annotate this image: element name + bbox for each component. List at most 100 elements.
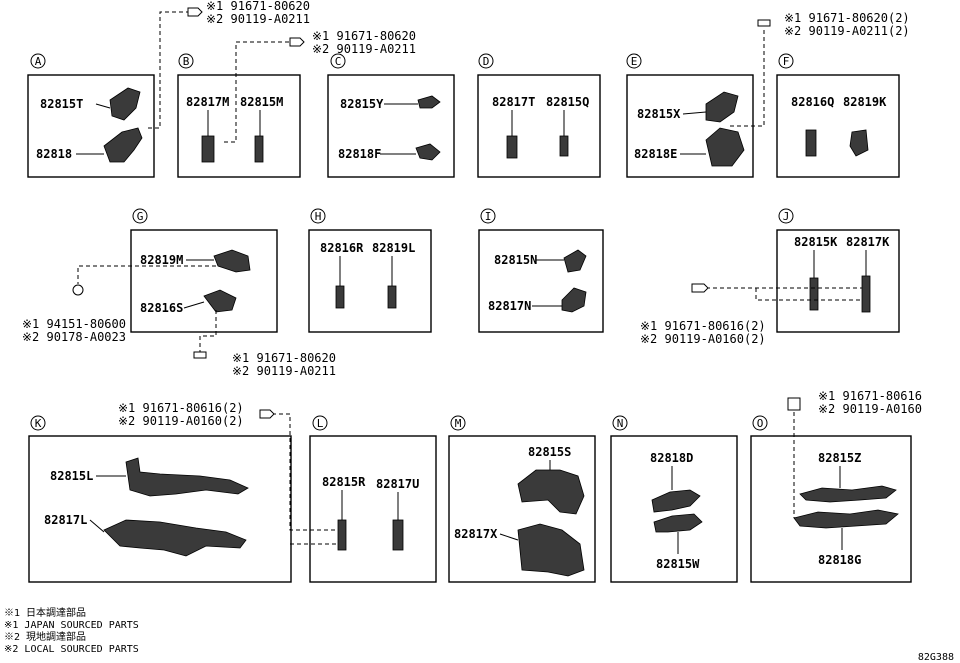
panel-l-part-2: 82817U xyxy=(376,477,419,491)
panel-k-part-1: 82815L xyxy=(50,469,93,483)
panel-b-part-1: 82817M xyxy=(186,95,229,109)
panel-i-part-2: 82817N xyxy=(488,299,531,313)
part-82815x-shape xyxy=(705,91,739,123)
panel-j-letter: J xyxy=(783,210,790,223)
part-82819m-shape xyxy=(213,249,251,273)
part-82819l-shape xyxy=(387,285,397,309)
panel-l-part-1: 82815R xyxy=(322,475,366,489)
callout-g-left-line-1: ※1 94151-80600 xyxy=(22,317,126,331)
panel-c-part-1: 82815Y xyxy=(340,97,384,111)
panel-d-part-1: 82817T xyxy=(492,95,535,109)
panel-m-part-2: 82817X xyxy=(454,527,498,541)
legend-line-3: ※2 現地調達部品 xyxy=(4,630,86,643)
panel-n-part-2: 82815W xyxy=(656,557,700,571)
part-82815m-shape xyxy=(254,135,264,163)
panel-i-part-1: 82815N xyxy=(494,253,537,267)
panel-o-letter: O xyxy=(757,417,764,430)
part-82815r-shape xyxy=(337,519,347,551)
figure-code: 82G388 xyxy=(918,652,954,663)
panel-d: D 82817T 82815Q xyxy=(477,53,601,178)
panel-n: N 82818D 82815W xyxy=(610,415,738,583)
panel-g-part-1: 82819M xyxy=(140,253,183,267)
callout-a-line-2: ※2 90119-A0211 xyxy=(206,12,310,26)
part-82816r-shape xyxy=(335,285,345,309)
bolt-icon xyxy=(187,7,203,17)
panel-a: A 82815T 82818 xyxy=(27,53,155,178)
panel-i-letter: I xyxy=(485,210,492,223)
panel-h-part-2: 82819L xyxy=(372,241,415,255)
callout-b: ※1 91671-80620 ※2 90119-A0211 xyxy=(224,29,416,143)
callout-e-line-1: ※1 91671-80620(2) xyxy=(784,11,910,25)
panel-o-part-2: 82818G xyxy=(818,553,861,567)
panel-k-letter: K xyxy=(35,417,42,430)
panel-d-letter: D xyxy=(483,55,490,68)
part-82818g-shape xyxy=(793,509,899,529)
panel-k: K 82815L 82817L xyxy=(28,415,292,583)
bolt-icon xyxy=(787,397,801,411)
part-82817x-shape xyxy=(517,523,585,577)
part-82815t-shape xyxy=(109,87,141,121)
panel-d-part-2: 82815Q xyxy=(546,95,589,109)
callout-g-left: ※1 94151-80600 ※2 90178-A0023 xyxy=(22,265,216,344)
part-82817t-shape xyxy=(506,135,518,159)
panel-m: M 82815S 82817X xyxy=(448,415,596,583)
part-82818-shape xyxy=(103,127,143,163)
legend-line-1: ※1 日本調達部品 xyxy=(4,606,86,619)
panel-n-part-1: 82818D xyxy=(650,451,693,465)
callout-e: ※1 91671-80620(2) ※2 90119-A0211(2) xyxy=(730,11,910,127)
panel-j-part-1: 82815K xyxy=(794,235,838,249)
part-82815y-shape xyxy=(417,95,441,109)
panel-c-part-2: 82818F xyxy=(338,147,381,161)
panel-i: I 82815N 82817N xyxy=(478,208,604,333)
callout-b-line-2: ※2 90119-A0211 xyxy=(312,42,416,56)
panel-o-part-1: 82815Z xyxy=(818,451,861,465)
panel-g-letter: G xyxy=(137,210,144,223)
part-82817l-shape xyxy=(103,519,247,557)
panel-c: C 82815Y 82818F xyxy=(327,53,455,178)
panel-h-part-1: 82816R xyxy=(320,241,364,255)
part-82818f-shape xyxy=(415,143,441,161)
part-82815q-shape xyxy=(559,135,569,157)
panel-b-letter: B xyxy=(183,55,190,68)
panel-k-part-2: 82817L xyxy=(44,513,87,527)
panel-n-letter: N xyxy=(617,417,624,430)
bolt-icon xyxy=(757,19,771,27)
panel-h: H 82816R 82819L xyxy=(308,208,432,333)
callout-j: ※1 91671-80616(2) ※2 90119-A0160(2) xyxy=(640,283,862,346)
panel-e-part-1: 82815X xyxy=(637,107,681,121)
panel-m-letter: M xyxy=(455,417,462,430)
part-82815s-shape xyxy=(517,469,585,515)
panel-e-part-2: 82818E xyxy=(634,147,677,161)
callout-o-line-1: ※1 91671-80616 xyxy=(818,389,922,403)
callout-b-line-1: ※1 91671-80620 xyxy=(312,29,416,43)
part-82817n-shape xyxy=(561,287,587,313)
part-82816q-shape xyxy=(805,129,817,157)
bolt-icon xyxy=(259,409,275,419)
panel-b: B 82817M 82815M xyxy=(177,53,301,178)
panel-f-part-2: 82819K xyxy=(843,95,887,109)
callout-e-line-2: ※2 90119-A0211(2) xyxy=(784,24,910,38)
callout-a-line-1: ※1 91671-80620 xyxy=(206,0,310,13)
legend-line-4: ※2 LOCAL SOURCED PARTS xyxy=(4,644,139,655)
part-82815z-shape xyxy=(799,485,897,503)
nut-icon xyxy=(72,284,84,296)
part-82817k-shape xyxy=(861,275,871,313)
panel-e: E 82815X 82818E xyxy=(626,53,754,178)
callout-o: ※1 91671-80616 ※2 90119-A0160 xyxy=(787,389,922,518)
panel-a-part-2: 82818 xyxy=(36,147,72,161)
panel-g-part-2: 82816S xyxy=(140,301,183,315)
callout-k-line-2: ※2 90119-A0160(2) xyxy=(118,414,244,428)
panel-j: J 82815K 82817K xyxy=(776,208,900,333)
part-82819k-shape xyxy=(849,129,869,157)
panel-c-letter: C xyxy=(335,55,342,68)
bolt-icon xyxy=(193,351,207,359)
bolt-icon xyxy=(691,283,709,293)
part-82815w-shape xyxy=(653,513,703,533)
bolt-icon xyxy=(289,37,305,47)
panel-o: O 82815Z 82818G xyxy=(750,415,912,583)
part-82817m-shape xyxy=(201,135,215,163)
legend-line-2: ※1 JAPAN SOURCED PARTS xyxy=(4,620,139,631)
panel-g: G 82819M 82816S xyxy=(130,208,278,333)
part-82815n-shape xyxy=(563,249,587,273)
